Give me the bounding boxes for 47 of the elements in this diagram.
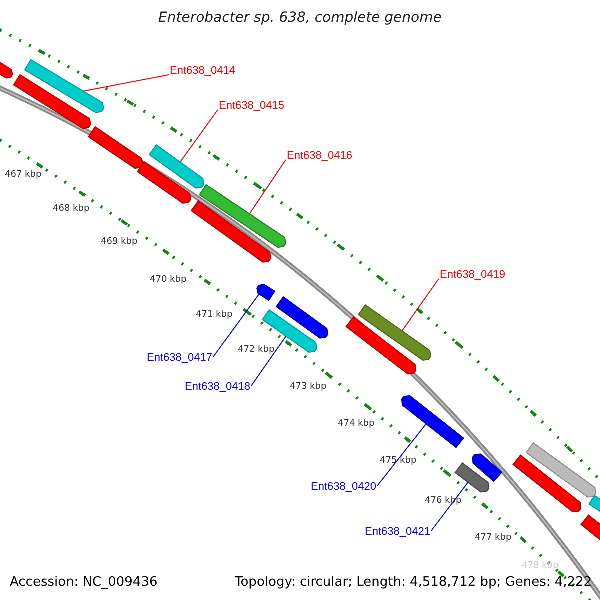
leader-line [212,294,260,358]
gene-label: Ent638_0414 [170,66,236,77]
leader-line [83,74,170,92]
gene-block [512,454,582,513]
leader-line [430,482,469,532]
gene-block [580,514,600,543]
title: Enterobacter sp. 638, complete genome [158,11,442,25]
scale-label: 467 kbp [5,171,42,180]
genome-summary-text: Topology: circular; Length: 4,518,712 bp; Genes: 4,222 [235,576,592,589]
scale-label: 472 kbp [238,346,275,355]
leader-line [180,110,218,163]
scale-label: 469 kbp [101,238,138,247]
gene-block [24,59,104,114]
gene-block [136,161,192,204]
gene-block [588,495,600,515]
scale-label: 474 kbp [338,420,375,429]
gene-block [88,126,144,170]
scale-label: 477 kbp [475,534,512,543]
gene-block [148,144,205,189]
gene-block [472,454,503,482]
gene-label: Ent638_0416 [287,151,352,162]
scale-label: 473 kbp [290,383,327,392]
gene-label: Ent638_0415 [219,101,284,112]
scale-label: 468 kbp [53,205,90,214]
gene-block [358,304,432,362]
scale-label: 470 kbp [150,276,187,285]
leader-line [402,278,440,332]
gene-block [13,74,92,130]
gene-block [454,462,490,493]
gene-block [276,296,329,339]
gene-block [199,184,287,248]
gene-label: Ent638_0418 [185,382,250,393]
leader-line [376,424,427,486]
gene-block [401,395,464,448]
gene-block [190,200,272,263]
accession-text: Accession: NC_009436 [10,576,158,589]
leader-line [250,336,287,386]
gene-block [346,316,417,375]
gene-block [256,284,276,302]
scale-label: 471 kbp [196,311,233,320]
scale-label: 475 kbp [380,457,417,466]
gene-label: Ent638_0417 [147,353,212,364]
gene-label: Ent638_0419 [440,270,506,281]
leader-line [249,160,286,215]
gene-label: Ent638_0421 [365,527,430,538]
gene-block [526,442,597,498]
gene-label: Ent638_0420 [311,482,376,493]
